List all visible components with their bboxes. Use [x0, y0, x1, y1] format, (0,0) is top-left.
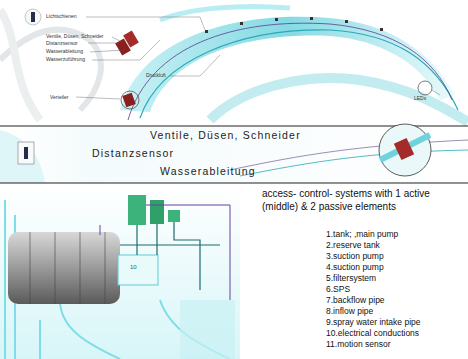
list-item: 2.reserve tank [326, 241, 380, 250]
part-label: Wasserableitung [46, 49, 83, 55]
list-item: 3.suction pump [326, 252, 384, 261]
list-item: 6.SPS [326, 285, 350, 294]
heading-label: Wasserableitung [160, 166, 256, 178]
part-label: Verteiler [50, 95, 68, 101]
list-item: 11.motion sensor [326, 340, 391, 349]
part-label: Ventile, Düsen, Schneider [46, 34, 104, 40]
list-item: 7.backflow pipe [326, 296, 385, 305]
list-item: 10.electrical conductions [326, 329, 419, 338]
heading-label: Ventile, Düsen, Schneider [150, 130, 301, 142]
part-label: Distanzsensor [46, 41, 78, 47]
list-item: 5.filtersystem [326, 274, 376, 283]
part-label: LEDs [414, 96, 426, 102]
part-label: Druckluft [146, 73, 166, 79]
list-item: 4.suction pump [326, 263, 384, 272]
list-item: 9.spray water intake pipe [326, 318, 421, 327]
list-item: 8.inflow pipe [326, 307, 373, 316]
heading-label: Distanzsensor [92, 148, 174, 160]
part-label: Wasserzuführung [46, 57, 85, 63]
list-heading: access- control- systems with 1 active (… [262, 188, 462, 213]
list-item: 1.tank; ,main pump [326, 230, 398, 239]
callout-number: 10 [130, 264, 137, 271]
part-label: Lichtschienen [46, 14, 77, 20]
